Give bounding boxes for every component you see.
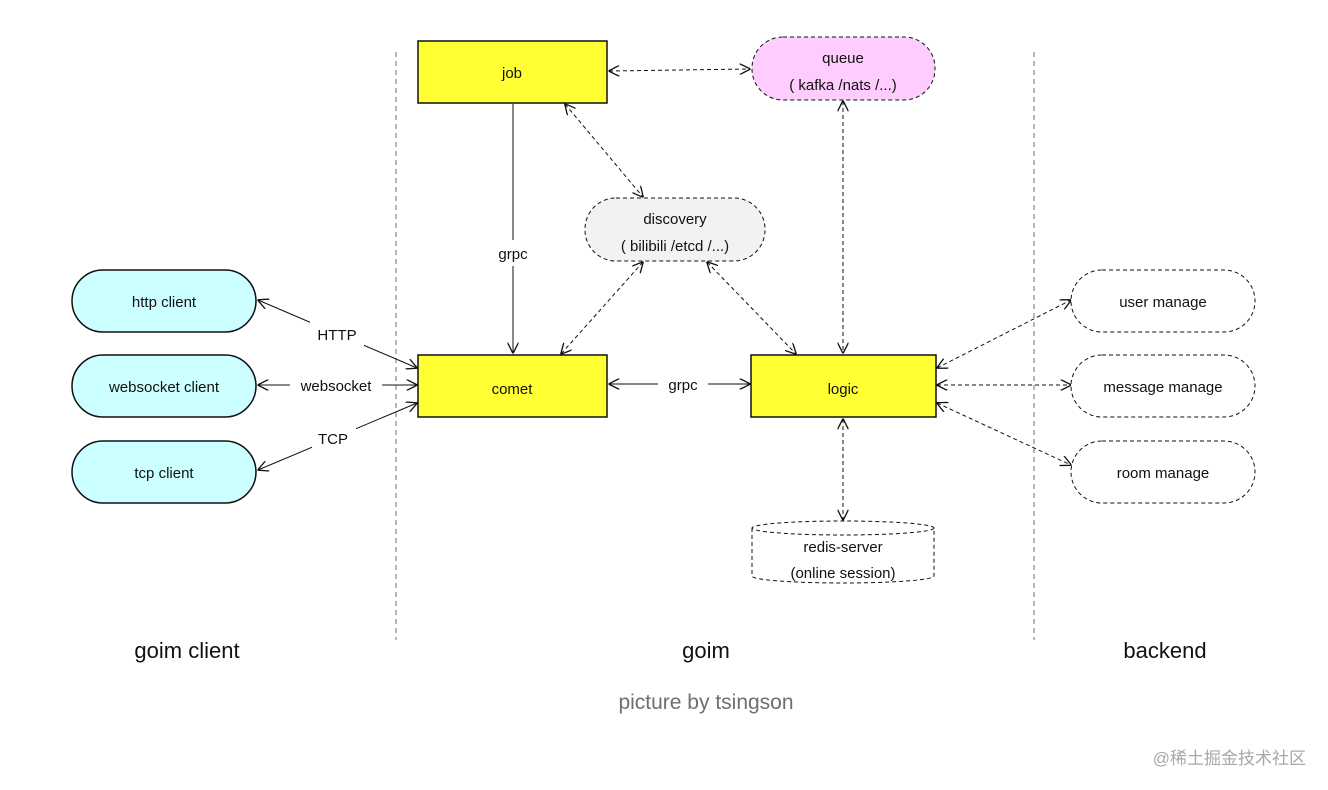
job-node: job xyxy=(417,40,608,104)
http-client-node: http client xyxy=(71,269,257,333)
section-label-client: goim client xyxy=(134,638,239,663)
queue-node: queue ( kafka /nats /...) xyxy=(751,36,936,101)
edge-label-comet-logic: grpc xyxy=(668,377,698,394)
logic-node: logic xyxy=(750,354,937,418)
room-manage-node: room manage xyxy=(1070,440,1256,504)
http-client-label: http client xyxy=(132,294,197,311)
edge-label-websocket: websocket xyxy=(300,378,373,395)
watermark: @稀土掘金技术社区 xyxy=(1153,749,1306,768)
logic-label: logic xyxy=(828,381,859,398)
edge-label-job-comet: grpc xyxy=(498,246,528,263)
section-label-goim: goim xyxy=(682,638,730,663)
discovery-node: discovery ( bilibili /etcd /...) xyxy=(584,197,766,262)
edge-job-discovery xyxy=(565,104,643,197)
edge-logic-room-manage xyxy=(937,403,1071,465)
edge-label-tcp: TCP xyxy=(318,431,348,448)
tcp-client-label: tcp client xyxy=(134,465,194,482)
websocket-client-node: websocket client xyxy=(71,354,257,418)
comet-label: comet xyxy=(492,381,534,398)
job-label: job xyxy=(501,65,522,82)
queue-sublabel: ( kafka /nats /...) xyxy=(789,77,897,94)
picture-caption: picture by tsingson xyxy=(618,691,793,714)
edge-discovery-comet xyxy=(561,262,643,354)
discovery-label: discovery xyxy=(643,211,707,228)
edge-label-http: HTTP xyxy=(317,327,356,344)
discovery-sublabel: ( bilibili /etcd /...) xyxy=(621,238,729,255)
edge-logic-user-manage xyxy=(937,300,1071,368)
message-manage-node: message manage xyxy=(1070,354,1256,418)
redis-sublabel: (online session) xyxy=(790,565,895,582)
user-manage-node: user manage xyxy=(1070,269,1256,333)
redis-label: redis-server xyxy=(803,539,882,556)
message-manage-label: message manage xyxy=(1103,379,1222,396)
comet-node: comet xyxy=(417,354,608,418)
edge-discovery-logic xyxy=(707,262,796,354)
section-label-backend: backend xyxy=(1123,638,1206,663)
redis-node: redis-server (online session) xyxy=(751,520,935,584)
queue-label: queue xyxy=(822,50,864,67)
user-manage-label: user manage xyxy=(1119,294,1207,311)
websocket-client-label: websocket client xyxy=(108,379,220,396)
room-manage-label: room manage xyxy=(1117,465,1210,482)
tcp-client-node: tcp client xyxy=(71,440,257,504)
edge-job-queue xyxy=(609,69,750,71)
